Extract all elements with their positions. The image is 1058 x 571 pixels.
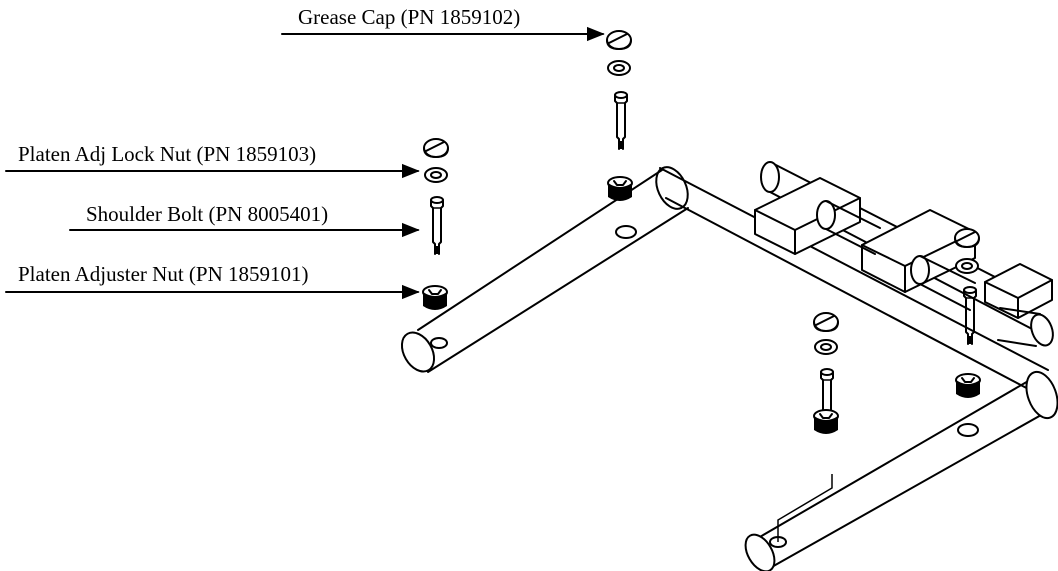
hardware-stack-center — [813, 312, 839, 435]
callout-adjuster-nut-label: Platen Adjuster Nut (PN 1859101) — [18, 262, 308, 286]
callout-lock-nut: Platen Adj Lock Nut (PN 1859103) — [5, 142, 420, 179]
callout-grease-cap-label: Grease Cap (PN 1859102) — [298, 5, 520, 29]
callout-shoulder-bolt-label: Shoulder Bolt (PN 8005401) — [86, 202, 328, 226]
platen-frame — [400, 161, 1058, 571]
hardware-stack-left — [422, 138, 449, 311]
callout-shoulder-bolt: Shoulder Bolt (PN 8005401) — [69, 202, 420, 238]
hardware-stack-top — [606, 30, 633, 202]
callout-grease-cap: Grease Cap (PN 1859102) — [281, 5, 605, 42]
callout-adjuster-nut: Platen Adjuster Nut (PN 1859101) — [5, 262, 420, 300]
callout-lock-nut-label: Platen Adj Lock Nut (PN 1859103) — [18, 142, 316, 166]
